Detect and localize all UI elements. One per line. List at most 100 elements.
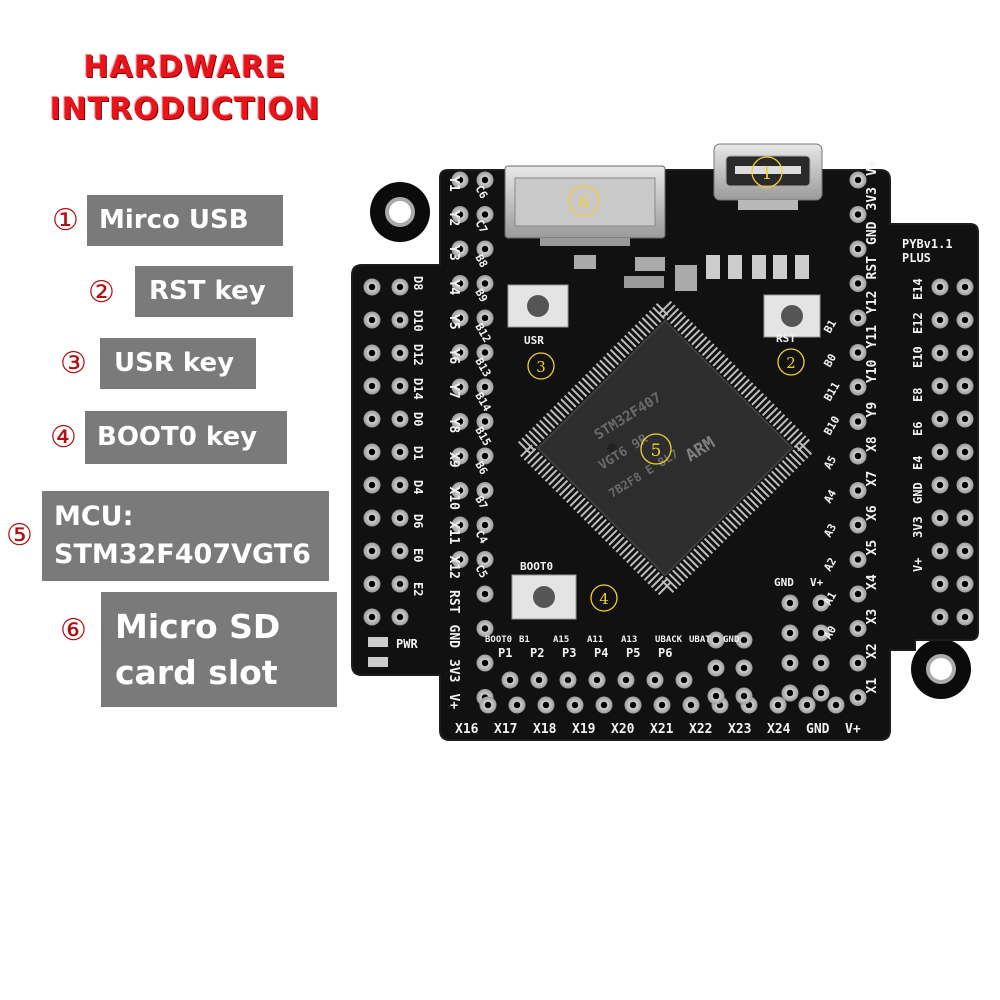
pad-far-left-b[interactable] — [391, 278, 409, 296]
pad-bottom-row[interactable] — [769, 696, 787, 714]
pad-inner-left[interactable] — [451, 240, 469, 258]
pad-bottom-row[interactable] — [566, 696, 584, 714]
pad-bottom-inner[interactable] — [530, 671, 548, 689]
pad-far-left-a[interactable] — [363, 542, 381, 560]
pad-far-right-b[interactable] — [956, 377, 974, 395]
pad-inner-left[interactable] — [451, 551, 469, 568]
pad-far-left-b[interactable] — [391, 377, 409, 395]
pad-right-header[interactable] — [849, 206, 867, 223]
pad-far-left-a[interactable] — [363, 608, 381, 626]
pad-far-right-b[interactable] — [956, 608, 974, 626]
pad-right-header[interactable] — [849, 309, 867, 327]
pad-far-left-a[interactable] — [363, 278, 381, 296]
pad-far-left-a[interactable] — [363, 410, 381, 428]
pad-far-left-b[interactable] — [391, 608, 409, 626]
pad-far-right-a[interactable] — [931, 542, 949, 560]
pad-far-right-b[interactable] — [956, 476, 974, 494]
pad-bottom-right-grid[interactable] — [812, 624, 830, 642]
pad-inner-left[interactable] — [451, 206, 469, 223]
pad-right-header[interactable] — [849, 171, 867, 189]
boot0-button[interactable] — [511, 574, 577, 620]
pad-left-header[interactable] — [476, 206, 494, 223]
pad-bottom-row[interactable] — [479, 696, 497, 714]
pad-far-left-a[interactable] — [363, 377, 381, 395]
pad-left-header[interactable] — [476, 240, 494, 258]
pad-bottom-right-grid[interactable] — [812, 594, 830, 612]
pad-gnd-col[interactable] — [735, 687, 753, 705]
pad-left-header[interactable] — [476, 447, 494, 465]
pad-bottom-inner[interactable] — [588, 671, 606, 689]
pad-far-left-a[interactable] — [363, 509, 381, 527]
pad-ubat-col[interactable] — [707, 659, 725, 677]
pad-far-right-a[interactable] — [931, 410, 949, 428]
pad-far-right-a[interactable] — [931, 575, 949, 593]
pad-left-header[interactable] — [476, 344, 494, 361]
pad-inner-left[interactable] — [451, 309, 469, 327]
pad-far-left-b[interactable] — [391, 575, 409, 593]
pad-left-header[interactable] — [476, 378, 494, 396]
pad-bottom-row[interactable] — [508, 696, 526, 714]
pad-inner-left[interactable] — [451, 447, 469, 465]
pad-gnd-col[interactable] — [735, 659, 753, 677]
pad-bottom-inner[interactable] — [646, 671, 664, 689]
pad-bottom-right-grid[interactable] — [781, 594, 799, 612]
pad-bottom-inner[interactable] — [675, 671, 693, 689]
pad-left-header[interactable] — [476, 585, 494, 603]
pad-bottom-row[interactable] — [798, 696, 816, 714]
pad-far-left-b[interactable] — [391, 344, 409, 362]
pad-inner-left[interactable] — [451, 378, 469, 396]
pad-right-header[interactable] — [849, 275, 867, 292]
pad-far-right-b[interactable] — [956, 410, 974, 428]
pad-bottom-row[interactable] — [595, 696, 613, 714]
pad-far-right-a[interactable] — [931, 377, 949, 395]
pad-right-header[interactable] — [849, 413, 867, 430]
pad-far-right-a[interactable] — [931, 311, 949, 329]
pad-far-left-b[interactable] — [391, 542, 409, 560]
pad-far-left-b[interactable] — [391, 410, 409, 428]
pad-inner-left[interactable] — [451, 482, 469, 499]
pad-bottom-inner[interactable] — [617, 671, 635, 689]
pad-left-header[interactable] — [476, 654, 494, 672]
pad-far-left-a[interactable] — [363, 344, 381, 362]
pad-far-left-a[interactable] — [363, 476, 381, 494]
pad-far-right-b[interactable] — [956, 542, 974, 560]
pad-ubat-col[interactable] — [707, 631, 725, 649]
pad-right-header[interactable] — [849, 447, 867, 465]
pad-bottom-right-grid[interactable] — [781, 624, 799, 642]
pad-right-header[interactable] — [849, 585, 867, 603]
usr-button[interactable] — [507, 284, 569, 328]
pad-far-right-b[interactable] — [956, 509, 974, 527]
pad-gnd-col[interactable] — [735, 631, 753, 649]
pad-inner-left[interactable] — [451, 344, 469, 361]
pad-left-header[interactable] — [476, 551, 494, 568]
pad-right-header[interactable] — [849, 620, 867, 637]
pad-right-header[interactable] — [849, 378, 867, 396]
pad-far-right-a[interactable] — [931, 344, 949, 362]
pad-bottom-right-grid[interactable] — [812, 654, 830, 672]
pad-right-header[interactable] — [849, 689, 867, 706]
pad-bottom-right-grid[interactable] — [781, 684, 799, 702]
pad-ubat-col[interactable] — [707, 687, 725, 705]
pad-left-header[interactable] — [476, 516, 494, 534]
pad-far-right-b[interactable] — [956, 443, 974, 461]
pad-right-header[interactable] — [849, 482, 867, 499]
pad-left-header[interactable] — [476, 620, 494, 637]
pad-right-header[interactable] — [849, 551, 867, 568]
pad-right-header[interactable] — [849, 344, 867, 361]
pad-far-right-a[interactable] — [931, 278, 949, 296]
pad-bottom-right-grid[interactable] — [812, 684, 830, 702]
pad-far-left-b[interactable] — [391, 509, 409, 527]
pad-bottom-row[interactable] — [624, 696, 642, 714]
pad-far-left-a[interactable] — [363, 311, 381, 329]
pad-left-header[interactable] — [476, 413, 494, 430]
pad-inner-left[interactable] — [451, 275, 469, 292]
pad-far-right-a[interactable] — [931, 443, 949, 461]
pad-far-right-a[interactable] — [931, 476, 949, 494]
pad-left-header[interactable] — [476, 275, 494, 292]
rst-button[interactable] — [763, 294, 821, 338]
pad-right-header[interactable] — [849, 654, 867, 672]
pad-far-right-a[interactable] — [931, 608, 949, 626]
pad-far-left-b[interactable] — [391, 476, 409, 494]
pad-inner-left[interactable] — [451, 171, 469, 189]
pad-left-header[interactable] — [476, 171, 494, 189]
